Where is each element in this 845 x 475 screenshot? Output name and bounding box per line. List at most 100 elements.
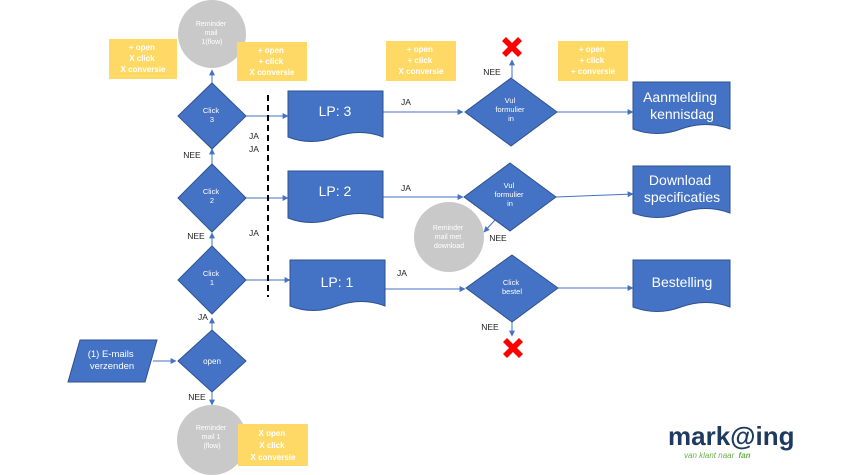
open-label: open <box>203 357 221 366</box>
nee-click1-label: NEE <box>187 231 205 241</box>
bestelling-node: Bestelling <box>632 259 731 312</box>
cross-icon <box>503 338 523 358</box>
vul3-label-3: in <box>508 114 514 123</box>
reminder-bottom-label-1: Reminder <box>196 425 227 432</box>
vul3-label-2: formulier <box>495 105 525 114</box>
connectors <box>153 59 634 406</box>
svg-text:Reminder mail met: Reminder mail met download <box>433 225 465 250</box>
markting-logo: mark@ing van klant naar fan <box>668 421 795 460</box>
send-emails-node: (1) E-mails verzenden <box>67 339 158 383</box>
nee-bestel-label: NEE <box>481 322 499 332</box>
lp1-label: LP: 1 <box>321 274 354 290</box>
aanmelding-label-1: Aanmelding <box>643 89 717 105</box>
lp1-node: LP: 1 <box>289 259 386 311</box>
note5-line-2: X click <box>259 441 285 450</box>
note5-line-3: X conversie <box>251 453 296 462</box>
vul2-label-3: in <box>507 199 513 208</box>
logo-tagline-emph: fan <box>739 451 751 460</box>
note1-line-1: + open <box>129 43 155 52</box>
svg-text:+ open + click + c: + open + click + conversie <box>571 45 616 76</box>
note3-line-3: X conversie <box>399 67 444 76</box>
nee-vul2-label: NEE <box>489 233 507 243</box>
bestel-label-2: bestel <box>502 287 522 296</box>
click3-decision: Click 3 <box>177 82 247 150</box>
lp2-label: LP: 2 <box>319 183 352 199</box>
ja-lp3-label: JA <box>401 97 411 107</box>
note-open-click-2: + open + click X conversie <box>386 41 456 81</box>
svg-text:(1) E-mails verzenden: (1) E-mails verzenden <box>88 349 137 372</box>
note2-line-2: + click <box>259 57 284 66</box>
bestel-decision: Click bestel <box>465 254 559 323</box>
note1-line-2: X click <box>129 54 155 63</box>
note4-line-2: + click <box>580 56 605 65</box>
svg-text:X open X click X c: X open X click X conversie <box>251 429 296 462</box>
reminder-download-circle: Reminder mail met download <box>414 202 484 272</box>
note1-line-3: X conversie <box>121 65 166 74</box>
ja-click2-label: JA <box>249 144 259 154</box>
note2-line-3: X conversie <box>250 68 295 77</box>
reminder-bottom-label-2: mail 1 <box>202 434 221 441</box>
vul2-label-1: Vul <box>504 181 515 190</box>
vul2-decision: Vul formulier in <box>463 162 557 232</box>
lp3-label: LP: 3 <box>319 103 352 119</box>
reminder-top-circle: Reminder mail 1(flow) <box>178 0 246 68</box>
vul3-label-1: Vul <box>505 96 516 105</box>
note-open-only: + open X click X conversie <box>109 39 177 79</box>
note5-line-1: X open <box>259 429 286 438</box>
svg-text:Aanmelding kennisdag: Aanmelding kennisdag <box>643 89 721 122</box>
send-emails-label-2: verzenden <box>90 361 134 372</box>
lp2-node: LP: 2 <box>287 170 384 223</box>
svg-text:+ open + click X c: + open + click X conversie <box>399 45 444 76</box>
svg-text:Click 1: Click 1 <box>203 269 221 287</box>
lp3-node: LP: 3 <box>287 90 384 142</box>
nee-click2-label: NEE <box>183 150 201 160</box>
svg-text:Click 3: Click 3 <box>203 106 221 124</box>
click2-label-2: 2 <box>210 196 214 205</box>
aanmelding-label-2: kennisdag <box>650 106 714 122</box>
nee-vul3-label: NEE <box>483 67 501 77</box>
reminder-bottom-circle: Reminder mail 1 (flow) <box>177 405 247 475</box>
note-full-conversion: + open + click + conversie <box>558 41 628 81</box>
svg-text:Reminder mail 1(fl: Reminder mail 1(flow) <box>196 21 228 46</box>
nee-open-label: NEE <box>188 392 206 402</box>
svg-text:+ open X click X c: + open X click X conversie <box>121 43 166 74</box>
logo-wordmark: mark@ing <box>668 421 795 451</box>
click1-label-2: 1 <box>210 278 214 287</box>
svg-text:Vul formulier in: Vul formulier in <box>494 181 525 208</box>
reminder-top-label-3: 1(flow) <box>201 39 222 46</box>
click1-decision: Click 1 <box>177 245 247 315</box>
ja-click3-label: JA <box>249 131 259 141</box>
svg-text:+ open + click X c: + open + click X conversie <box>250 46 295 77</box>
note4-line-3: + conversie <box>571 67 616 76</box>
reminder-bottom-label-3: (flow) <box>203 443 220 450</box>
logo-tagline-prefix: van klant naar <box>684 451 735 460</box>
click3-label-1: Click <box>203 106 219 115</box>
download-label-1: Download <box>649 172 711 188</box>
reminder-download-label-3: download <box>434 243 464 250</box>
reminder-top-label-2: mail <box>205 30 218 37</box>
ja-lp2-label: JA <box>401 183 411 193</box>
ja-open-label: JA <box>198 312 208 322</box>
note3-line-1: + open <box>407 45 433 54</box>
logo-tagline: van klant naar fan <box>684 451 751 460</box>
note-open-click-1: + open + click X conversie <box>237 42 307 81</box>
note-no-open: X open X click X conversie <box>238 424 308 466</box>
click2-decision: Click 2 <box>177 163 247 233</box>
reminder-top-label-1: Reminder <box>196 21 227 28</box>
aanmelding-node: Aanmelding kennisdag <box>632 81 731 134</box>
svg-text:Reminder mail 1 (f: Reminder mail 1 (flow) <box>196 425 228 450</box>
reminder-download-label-2: mail met <box>435 234 462 241</box>
download-node: Download specificaties <box>632 165 731 218</box>
bestelling-label: Bestelling <box>652 274 713 290</box>
ja-click1-label: JA <box>249 228 259 238</box>
click3-label-2: 3 <box>210 115 214 124</box>
download-label-2: specificaties <box>644 189 720 205</box>
click1-label-1: Click <box>203 269 219 278</box>
vul3-decision: Vul formulier in <box>464 77 558 147</box>
ja-lp1-label: JA <box>397 268 407 278</box>
svg-text:Vul formulier in: Vul formulier in <box>495 96 526 123</box>
svg-text:Click 2: Click 2 <box>203 187 221 205</box>
click2-label-1: Click <box>203 187 219 196</box>
open-decision: open <box>177 329 247 393</box>
